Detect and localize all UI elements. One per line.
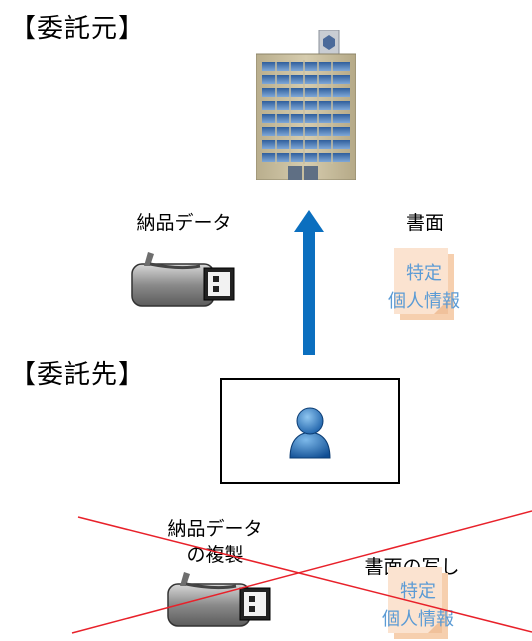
document-label: 書面 [405, 212, 444, 234]
person-icon [288, 406, 332, 460]
client-heading: 【委託元】 [10, 14, 146, 44]
document-text-line-1: 特定 [406, 263, 442, 284]
usb-drive-icon [130, 248, 240, 308]
contractor-box [220, 378, 400, 484]
contractor-heading: 【委託先】 [10, 360, 146, 390]
office-building-icon [256, 30, 356, 180]
document-icon [394, 248, 456, 322]
copied-data-label-line-1: 納品データ [167, 518, 263, 540]
document-copy-text-line-1: 特定 [400, 581, 436, 602]
upload-arrow-icon [294, 210, 324, 355]
document-copy-text-line-2: 個人情報 [382, 609, 454, 630]
document-text-line-2: 個人情報 [388, 291, 460, 312]
copied-data-label-line-2: の複製 [186, 544, 244, 566]
delivery-data-label: 納品データ [136, 212, 232, 234]
usb-drive-copy-icon [166, 568, 276, 628]
